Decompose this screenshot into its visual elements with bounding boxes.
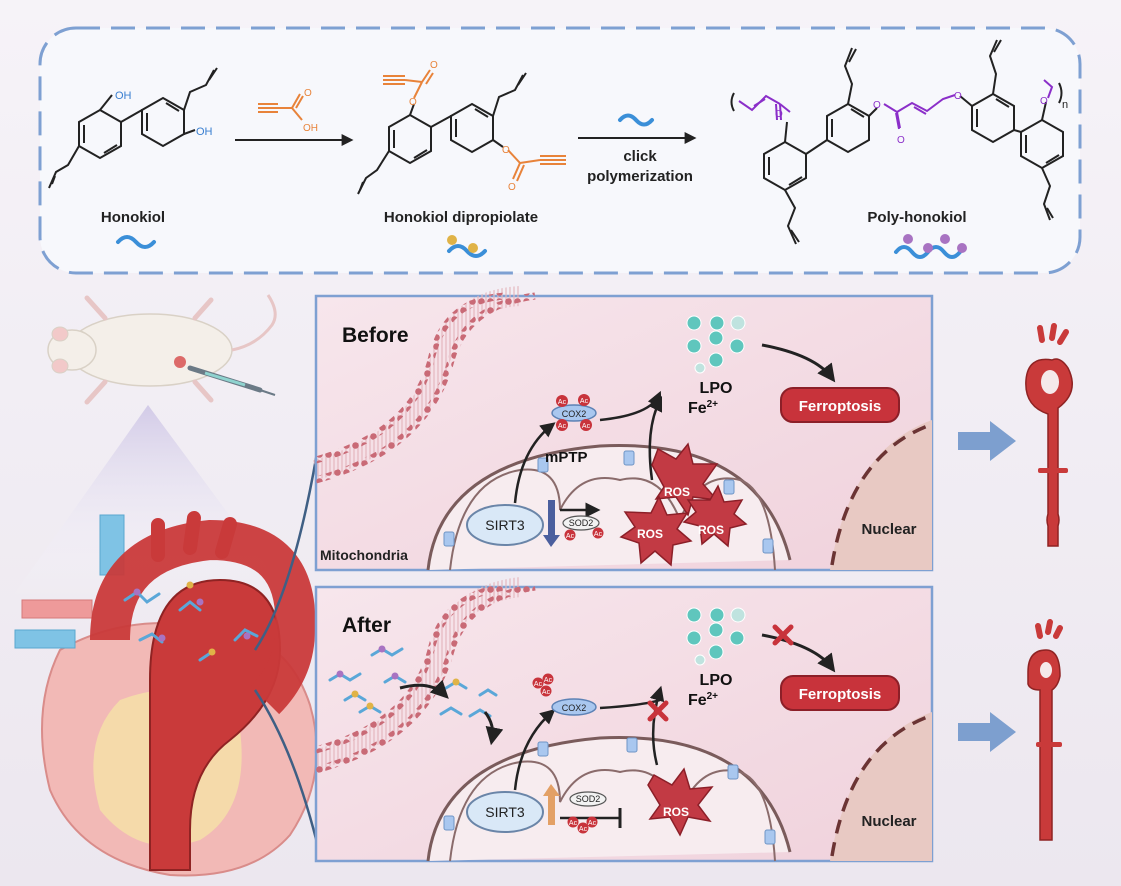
mitochondria-label: Mitochondria [320,547,408,563]
honokiol-oh-right: OH [196,126,213,138]
acid-oh-atom: OH [303,123,318,134]
before-sod2-label: SOD2 [569,518,594,528]
mouse-injection-illustration [47,294,277,405]
before-panel [313,286,934,572]
after-acetyl-cox2-2: Ac [542,689,551,696]
synthesis-panel: OH OH Honokiol O OH [38,26,1082,275]
before-nuclear-label: Nuclear [861,521,916,538]
before-acetyl-cox2-2: Ac [580,398,589,405]
before-ros-label-1: ROS [664,485,690,499]
after-lpo-label: LPO [700,672,733,689]
before-ros-label-2: ROS [637,527,663,541]
after-acetyl-sod2-1: Ac [569,820,578,827]
normal-aorta-illustration [1027,619,1063,841]
propiolic-acid-reagent [258,93,304,121]
polymer-o-atom-4: O [954,91,962,102]
after-sod2-label: SOD2 [576,794,601,804]
before-outcome [958,323,1073,547]
after-acetyl-sod2-3: Ac [588,820,597,827]
dilated-aorta-illustration [1025,323,1073,547]
after-title: After [342,614,391,637]
after-sirt3-label: SIRT3 [485,804,525,820]
honokiol-chain-reagent-icon [618,113,654,127]
honokiol-oh-top: OH [115,90,132,102]
polymer-o-atom-2: O [873,100,881,111]
honokiol-label: Honokiol [101,209,165,226]
callout-line-bottom [253,689,322,856]
step2-label-polymerization: polymerization [587,168,693,185]
before-ferroptosis-label: Ferroptosis [799,398,882,415]
poly-honokiol-chain-icon [894,234,967,259]
honokiol-chain-icon [116,235,156,249]
synthesis-border [38,26,1082,275]
dipropiolate-o-atom-3: O [502,145,510,156]
polymer-o-atom-1: O [775,109,783,120]
acid-o-atom: O [304,88,312,99]
after-nuclear-label: Nuclear [861,813,916,830]
after-acetyl-cox2-3: Ac [544,677,553,684]
dipropiolate-o-atom-1: O [409,97,417,108]
step2-label-click: click [623,148,657,165]
after-fe-label: Fe2+ [688,691,718,709]
after-acetyl-cox2-1: Ac [534,681,543,688]
poly-honokiol-structure: O O O O O n [730,39,1068,245]
polymer-o-atom-5: O [1040,96,1048,107]
polymer-o-atom-3: O [897,135,905,146]
after-cox2-label: COX2 [562,703,587,713]
dipropiolate-label: Honokiol dipropiolate [384,209,538,226]
before-title: Before [342,324,409,347]
after-ferroptosis-label: Ferroptosis [799,686,882,703]
callout-line-top [253,434,322,651]
dipropiolate-chain-icon [447,235,487,258]
after-outcome-arrow [958,712,1016,752]
before-lpo-label: LPO [700,380,733,397]
dipropiolate-o-atom-4: O [508,182,516,193]
before-acetyl-sod2-2: Ac [594,531,603,538]
dipropiolate-o-atom-2: O [430,60,438,71]
before-cox2-label: COX2 [562,409,587,419]
before-acetyl-cox2-3: Ac [558,423,567,430]
repeat-unit-n: n [1062,99,1068,111]
poly-honokiol-label: Poly-honokiol [867,209,966,226]
dipropiolate-ester-groups [383,69,566,182]
dipropiolate-structure [357,72,527,195]
before-ros-label-3: ROS [698,523,724,537]
after-outcome [958,619,1063,841]
after-panel [313,577,934,863]
before-acetyl-cox2-4: Ac [582,423,591,430]
before-acetyl-sod2-1: Ac [566,533,575,540]
after-acetyl-sod2-2: Ac [579,826,588,833]
before-fe-label: Fe2+ [688,399,718,417]
before-outcome-arrow [958,421,1016,461]
after-ros-label: ROS [663,805,689,819]
before-mptp-label: mPTP [545,449,588,466]
heart-aorta-illustration [14,511,318,877]
before-acetyl-cox2-1: Ac [558,399,567,406]
honokiol-structure [48,67,218,189]
before-sirt3-label: SIRT3 [485,517,525,533]
